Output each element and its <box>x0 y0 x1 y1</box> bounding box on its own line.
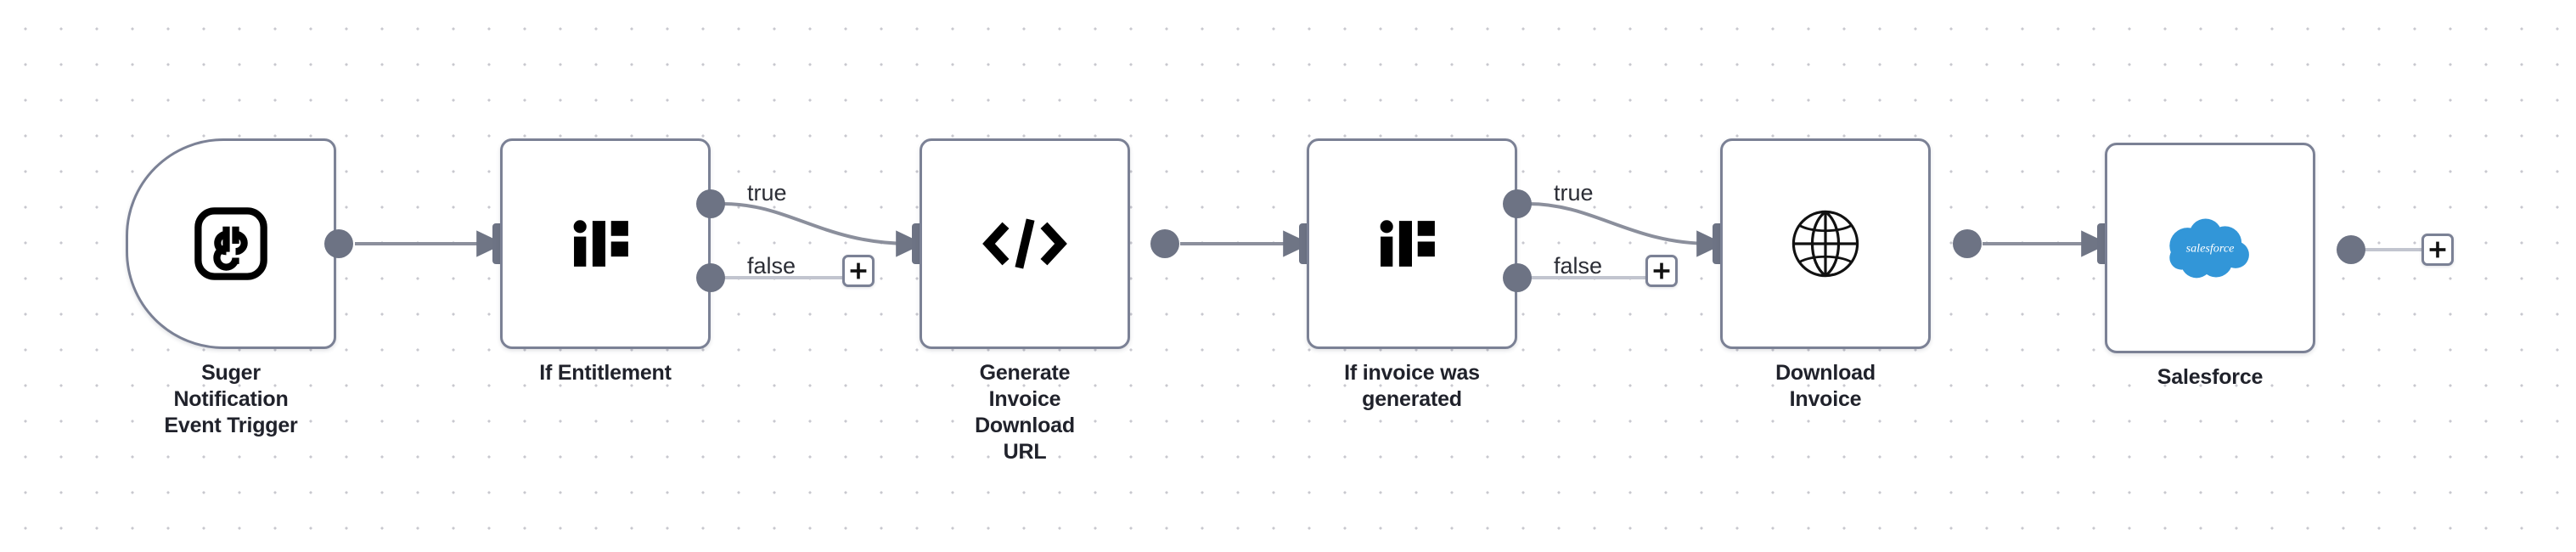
node-if-entitlement[interactable] <box>500 138 711 349</box>
add-node-button-salesforce-output[interactable] <box>2421 234 2454 266</box>
add-node-button-if-invoice-false[interactable] <box>1645 255 1678 287</box>
caption-if-entitlement: If Entitlement <box>539 361 672 385</box>
caption-suger-notification-event-trigger: Suger Notification Event Trigger <box>164 361 298 437</box>
caption-if-invoice-was-generated: If invoice was generated <box>1344 361 1480 411</box>
globe-icon <box>1786 204 1865 284</box>
caption-salesforce: Salesforce <box>2157 365 2264 389</box>
output-port-if-invoice-false[interactable] <box>1503 263 1532 292</box>
caption-generate-invoice-download-url: Generate Invoice Download URL <box>975 361 1075 464</box>
node-generate-invoice-download-url[interactable] <box>920 138 1130 349</box>
if-icon <box>570 208 641 279</box>
output-port-salesforce[interactable] <box>2337 235 2365 264</box>
output-port-download-invoice[interactable] <box>1953 229 1982 258</box>
output-port-generate-invoice-download-url[interactable] <box>1150 229 1179 258</box>
edge-label-if-invoice-false: false <box>1554 253 1603 279</box>
salesforce-cloud-icon: salesforce <box>2165 216 2255 280</box>
node-if-invoice-was-generated[interactable] <box>1307 138 1517 349</box>
output-port-if-invoice-true[interactable] <box>1503 189 1532 218</box>
suger-logo-icon <box>192 205 270 283</box>
output-port-suger-trigger[interactable] <box>324 229 353 258</box>
output-port-if-entitlement-false[interactable] <box>696 263 725 292</box>
node-download-invoice[interactable] <box>1720 138 1931 349</box>
plus-icon <box>2429 241 2446 258</box>
plus-icon <box>850 262 867 279</box>
plus-icon <box>1653 262 1670 279</box>
output-port-if-entitlement-true[interactable] <box>696 189 725 218</box>
node-salesforce[interactable]: salesforce <box>2105 143 2315 353</box>
edge-label-if-entitlement-true: true <box>747 180 787 206</box>
caption-download-invoice: Download Invoice <box>1775 361 1876 411</box>
edge-label-if-invoice-true: true <box>1554 180 1594 206</box>
wire-if-entitlement-true-to-code <box>723 202 924 257</box>
add-node-button-if-entitlement-false[interactable] <box>842 255 875 287</box>
code-icon <box>982 208 1067 279</box>
wire-if-invoice-true-to-download <box>1527 202 1724 257</box>
node-suger-notification-event-trigger[interactable] <box>126 138 336 349</box>
if-icon <box>1376 208 1448 279</box>
svg-text:salesforce: salesforce <box>2186 241 2235 255</box>
edge-label-if-entitlement-false: false <box>747 253 796 279</box>
